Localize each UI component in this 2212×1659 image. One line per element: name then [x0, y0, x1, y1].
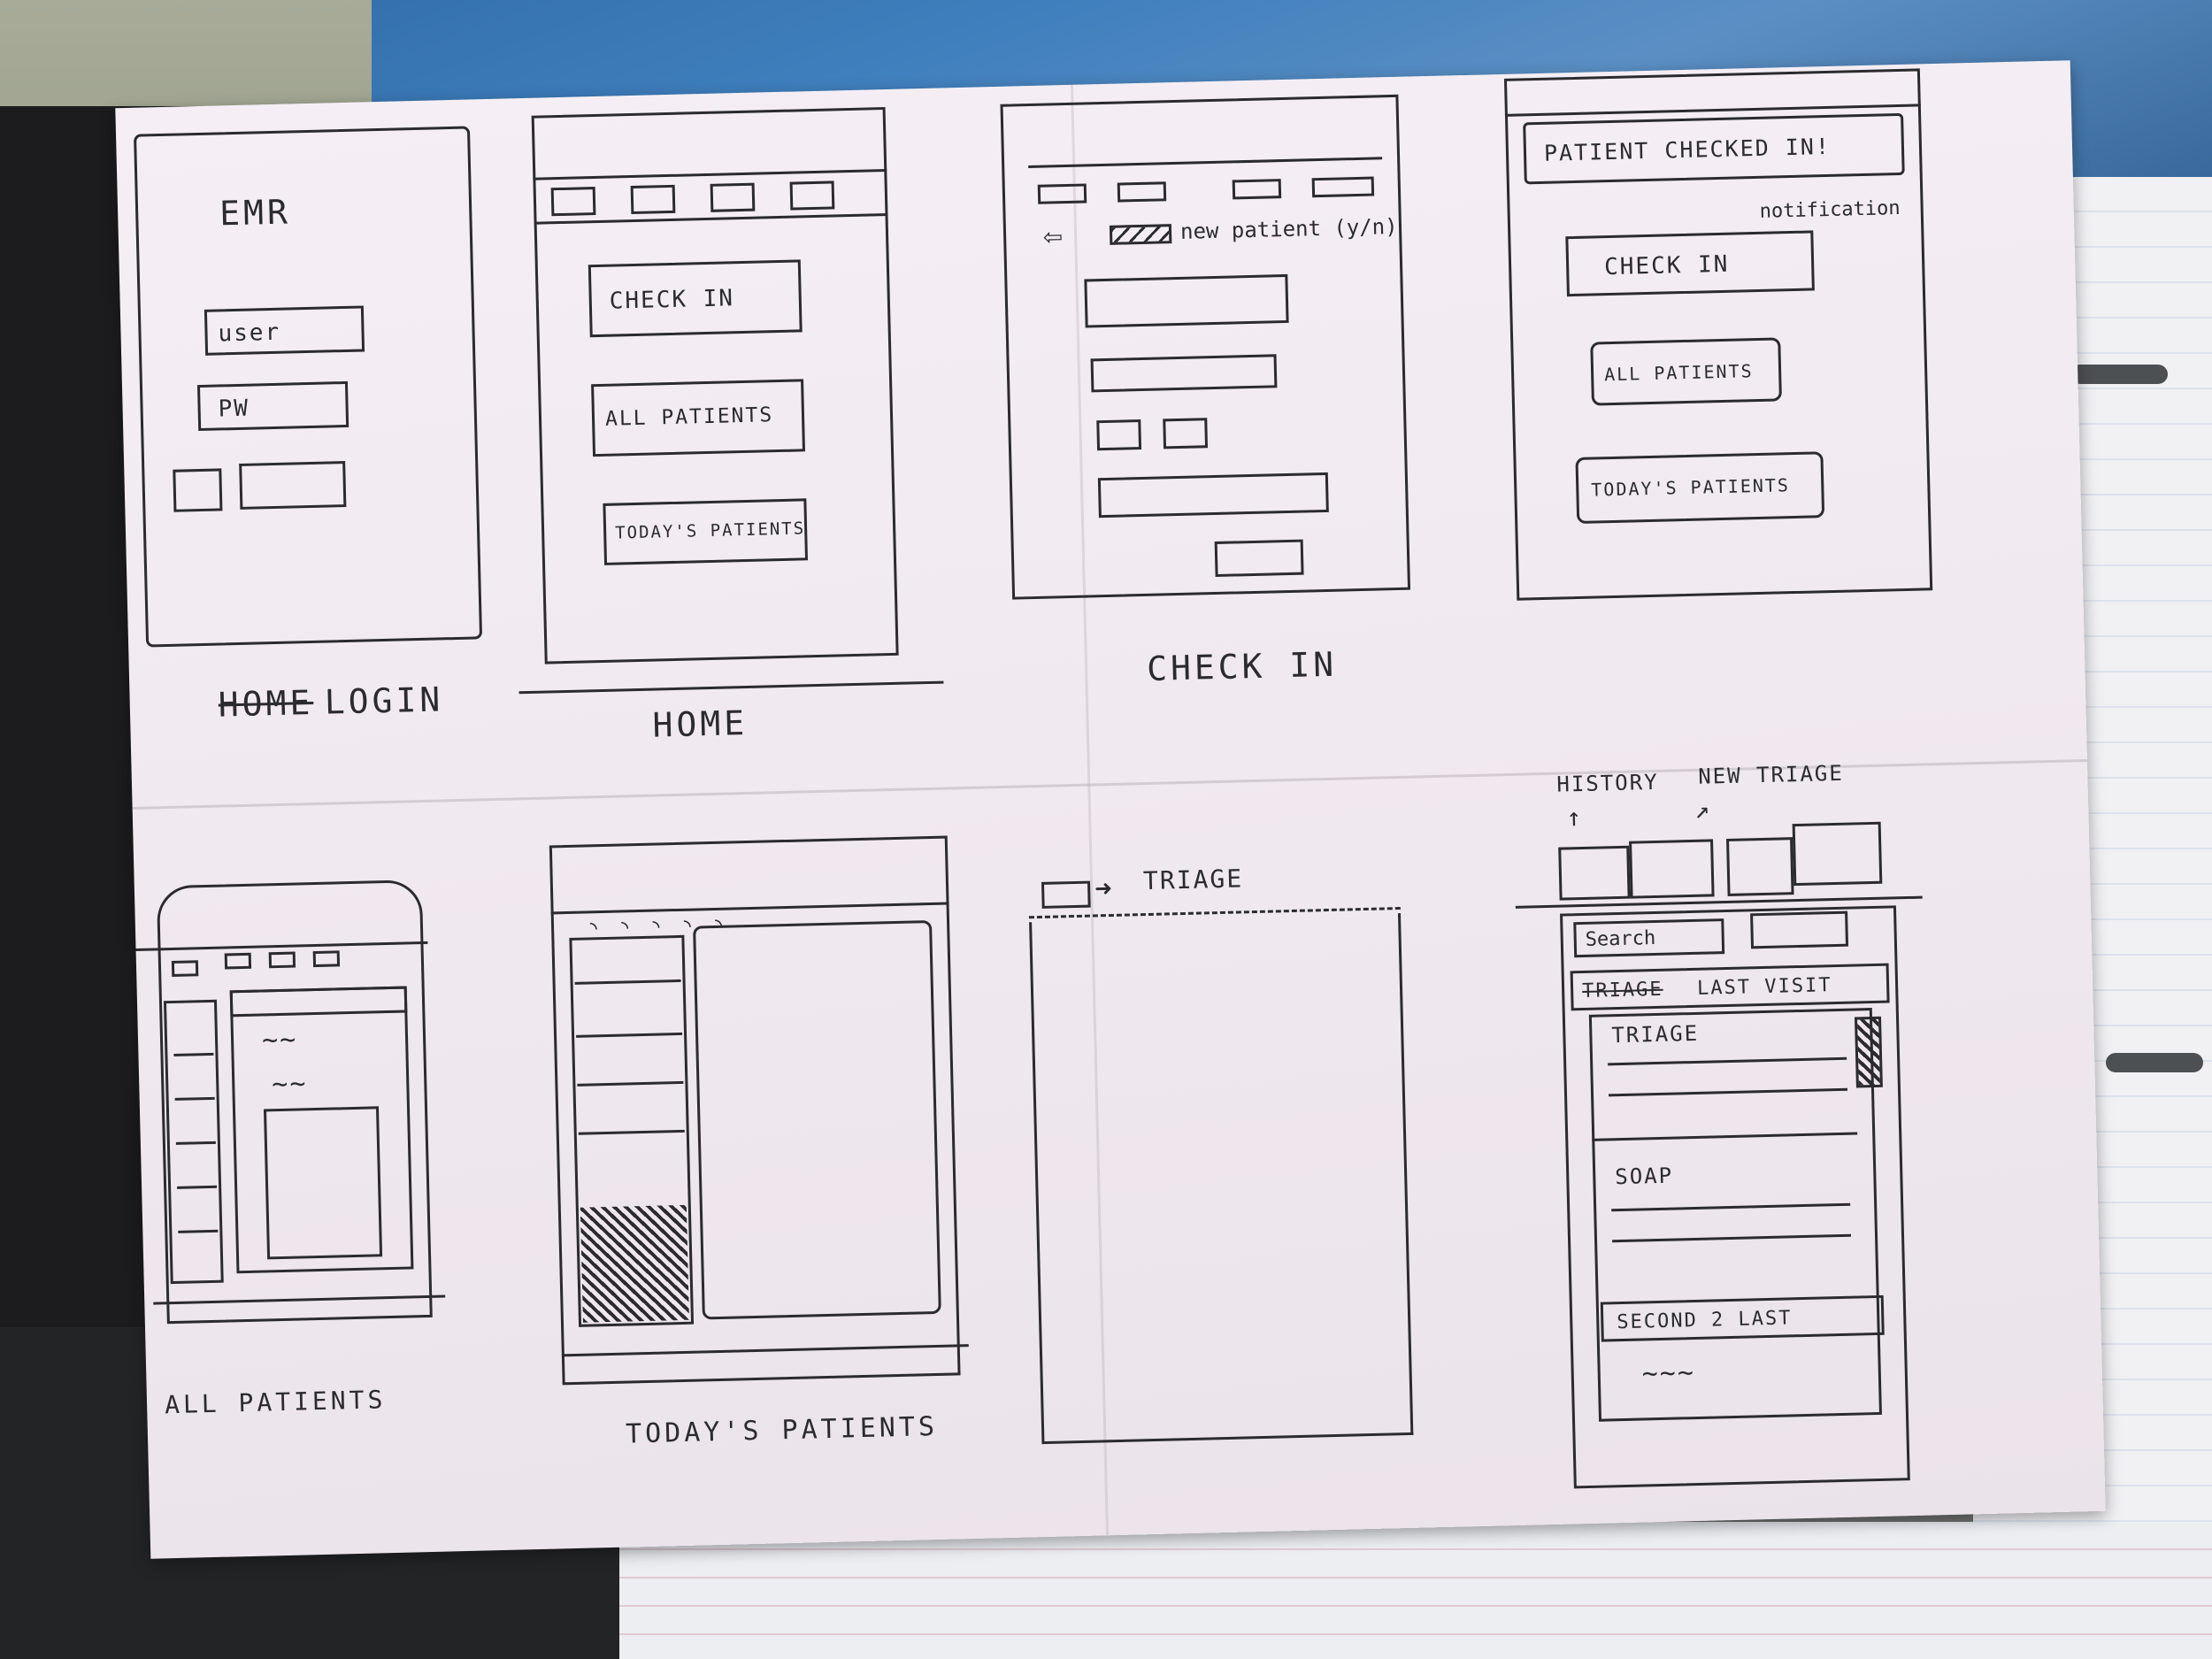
submit-button[interactable]: [1214, 539, 1304, 578]
detail-box: [263, 1106, 383, 1260]
todays-patients-button[interactable]: TODAY'S PATIENTS: [1575, 451, 1825, 525]
sketch-caption: TODAY'S PATIENTS: [625, 1410, 939, 1450]
arrow-up-icon: ↑: [1565, 802, 1584, 833]
sketch-baseline: [518, 680, 944, 695]
selected-list-item[interactable]: [580, 1204, 689, 1323]
sketch-caption: LOGIN: [324, 680, 444, 722]
nav-tab[interactable]: [312, 950, 341, 968]
form-field-wide[interactable]: [1097, 472, 1329, 518]
search-input[interactable]: Search: [1573, 918, 1725, 958]
nav-tab[interactable]: [1117, 181, 1167, 203]
new-triage-tab[interactable]: [1629, 839, 1715, 899]
sketch-notification: PATIENT CHECKED IN! notification CHECK I…: [1503, 68, 1961, 654]
scrollbar-thumb[interactable]: [1854, 1016, 1883, 1088]
button-label: CHECK IN: [609, 285, 735, 315]
triage-content-frame: [1029, 913, 1414, 1445]
caption-struck: HOME: [218, 682, 314, 725]
login-button[interactable]: [239, 461, 347, 510]
last-visit-label: LAST VISIT: [1696, 974, 1832, 1000]
check-in-button[interactable]: CHECK IN: [1565, 230, 1815, 297]
button-label: ALL PATIENTS: [604, 403, 774, 431]
button-label: TODAY'S PATIENTS: [1591, 474, 1791, 501]
triage-section-label: TRIAGE: [1611, 1020, 1700, 1048]
sketch-home: CHECK IN ALL PATIENTS TODAY'S PATIENTS H…: [518, 105, 972, 771]
history-tab[interactable]: [1558, 845, 1631, 901]
button-label: TODAY'S PATIENTS: [614, 518, 806, 543]
sketch-login: EMR user PW HOME LOGIN: [134, 126, 503, 754]
button-label: ALL PATIENTS: [1603, 360, 1754, 386]
notification-annotation: notification: [1759, 196, 1901, 223]
sketch-all-patients: ~~ ~~ ALL PATIENTS: [134, 877, 556, 1488]
nav-tab[interactable]: [630, 184, 676, 215]
username-field-label: user: [218, 319, 281, 348]
arrow-right-icon: ➜: [1094, 871, 1114, 906]
tab-annotation: TRIAGE: [1142, 864, 1244, 896]
form-field[interactable]: [1090, 354, 1278, 393]
nav-tab[interactable]: [1792, 821, 1883, 887]
sketch-caption: ALL PATIENTS: [164, 1385, 387, 1420]
nav-tab[interactable]: [550, 187, 596, 217]
nav-tab[interactable]: [789, 180, 835, 211]
remember-checkbox[interactable]: [173, 468, 223, 512]
back-arrow-icon[interactable]: ⇦: [1042, 218, 1065, 255]
nav-tab[interactable]: [268, 951, 296, 969]
visit-detail-pane: [1588, 1008, 1882, 1422]
search-label: Search: [1585, 926, 1656, 951]
nav-tab[interactable]: [1037, 183, 1087, 204]
second-to-last-header[interactable]: SECOND 2 LAST: [1600, 1294, 1885, 1342]
password-field[interactable]: PW: [196, 380, 349, 432]
binder-ring: [2106, 1053, 2203, 1072]
sketch-todays-patients: ◝ ◝ ◝ ◝ ◝ TODAY'S PATIENTS: [549, 834, 1025, 1482]
all-patients-button[interactable]: ALL PATIENTS: [1590, 337, 1782, 406]
notification-banner[interactable]: PATIENT CHECKED IN!: [1523, 112, 1905, 185]
filter-dropdown[interactable]: [1750, 910, 1849, 949]
scribble-text: ∼∼∼: [1641, 1357, 1696, 1390]
sketch-caption: CHECK IN: [1146, 644, 1338, 688]
patient-detail-pane: [693, 919, 941, 1320]
check-in-button[interactable]: CHECK IN: [588, 259, 803, 338]
form-field-small[interactable]: [1163, 418, 1209, 449]
new-patient-label: new patient (y/n): [1179, 213, 1398, 244]
password-field-label: PW: [218, 395, 250, 423]
all-patients-button[interactable]: ALL PATIENTS: [591, 379, 806, 457]
check-in-frame: [1000, 94, 1411, 600]
new-patient-toggle[interactable]: [1109, 224, 1172, 245]
scribble-text: ~~: [271, 1068, 308, 1101]
arrow-up-right-icon: ↗: [1694, 795, 1712, 825]
triage-tab[interactable]: [1041, 880, 1091, 909]
sketch-check-in: ⇦ new patient (y/n) CHECK IN: [1000, 94, 1440, 741]
button-label: CHECK IN: [1603, 250, 1730, 281]
todays-patients-button[interactable]: TODAY'S PATIENTS: [603, 498, 809, 565]
detail-tabs[interactable]: [229, 986, 408, 1018]
nav-tab[interactable]: [171, 960, 199, 977]
banner-text: PATIENT CHECKED IN!: [1543, 133, 1832, 166]
new-triage-annotation: NEW TRIAGE: [1697, 760, 1845, 789]
sketch-triage: ➜ TRIAGE: [1027, 846, 1449, 1475]
soap-section-label: SOAP: [1614, 1163, 1674, 1190]
nav-tab[interactable]: [1311, 176, 1375, 198]
sketch-paper: EMR user PW HOME LOGIN CHECK IN ALL PATI…: [115, 60, 2106, 1559]
app-title: EMR: [219, 192, 292, 234]
last-visit-header[interactable]: TRIAGE LAST VISIT: [1570, 963, 1890, 1011]
form-field-small[interactable]: [1096, 419, 1142, 451]
scribble-text: ~~: [261, 1024, 298, 1056]
lined-notepad: [619, 1522, 2212, 1659]
struck-label: TRIAGE: [1581, 978, 1663, 1003]
history-annotation: HISTORY: [1556, 769, 1659, 797]
nav-tab[interactable]: [1232, 179, 1282, 200]
form-field[interactable]: [1084, 273, 1289, 328]
nav-tab[interactable]: [710, 182, 756, 212]
sketch-caption: HOME: [651, 703, 749, 745]
nav-tab[interactable]: [224, 952, 252, 970]
nav-tab[interactable]: [1726, 837, 1794, 896]
binder-ring: [2070, 365, 2168, 384]
username-field[interactable]: user: [204, 305, 365, 356]
second-to-last-label: SECOND 2 LAST: [1617, 1307, 1793, 1334]
sketch-history: HISTORY NEW TRIAGE ↑ ↗ Search TRIAGE LAS…: [1494, 760, 2008, 1490]
